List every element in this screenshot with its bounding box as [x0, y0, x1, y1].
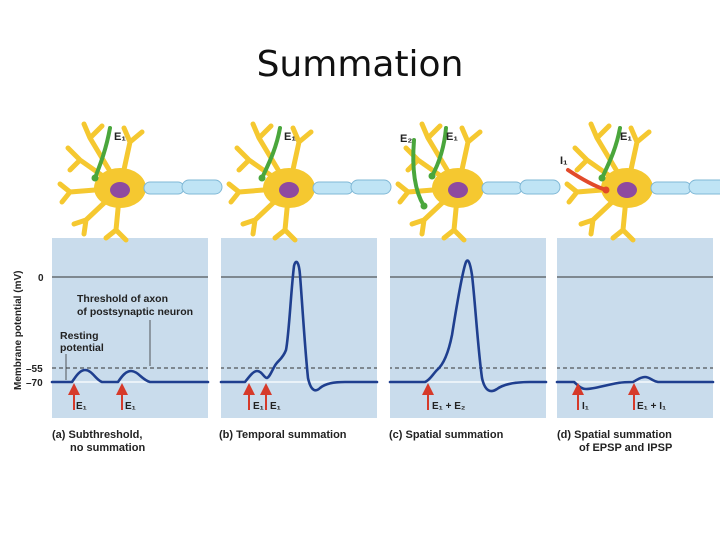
neuron-label: E₁ [620, 131, 632, 143]
neuron-label: E₁ [446, 131, 458, 143]
neuron-labels: E₁ E₁ E₂ E₁ I₁ E₁ [114, 131, 632, 167]
caption-d-line2: of EPSP and IPSP [579, 442, 672, 454]
trace-panel-a [50, 368, 210, 384]
caption-b-line1: (b) Temporal summation [219, 429, 347, 441]
stimulus-arrows [68, 383, 640, 410]
neuron-b-illustration [226, 121, 392, 243]
resting-annotation-line1: Resting [60, 330, 99, 342]
caption-c-line1: (c) Spatial summation [389, 429, 504, 441]
stimulus-label: I₁ [582, 401, 589, 412]
neuron-a-illustration [57, 121, 223, 243]
caption-d-line1: (d) Spatial summation [557, 429, 672, 441]
neuron-nucleus [110, 182, 130, 198]
threshold-annotation-line2: of postsynaptic neuron [77, 306, 193, 318]
input-fibers [91, 126, 622, 210]
trace-panel-c [388, 259, 548, 393]
stimulus-labels: E₁ E₁ E₁ E₁ E₁ + E₂ I₁ E₁ + I₁ [76, 401, 666, 412]
excitatory-fiber-d [600, 126, 622, 180]
neuron-label: E₁ [284, 131, 296, 143]
threshold-annotation-line1: Threshold of axon [77, 293, 168, 305]
y-tick-zero: 0 [38, 273, 44, 284]
neuron-d-illustration [564, 121, 720, 243]
y-tick-threshold: –55 [26, 364, 43, 375]
neuron-c-illustration [395, 121, 561, 243]
y-axis: Membrane potential (mV) 0 –55 –70 [13, 271, 44, 390]
stimulus-label: E₁ [76, 401, 87, 412]
slide-title: Summation [256, 44, 464, 85]
neuron-label: E₂ [400, 133, 412, 145]
stimulus-label: E₁ [270, 401, 281, 412]
y-axis-label: Membrane potential (mV) [13, 271, 24, 390]
excitatory-fiber-a [93, 126, 112, 180]
stimulus-label: E₁ [125, 401, 136, 412]
neuron-label: I₁ [560, 155, 568, 167]
panel-captions: (a) Subthreshold, no summation (b) Tempo… [52, 429, 672, 454]
neuron-axon [143, 179, 223, 195]
stimulus-label: E₁ + I₁ [637, 401, 666, 412]
trace-panel-b [219, 260, 379, 392]
excitatory-fiber-b [260, 126, 282, 180]
panel-c-bg [390, 238, 546, 418]
excitatory-fiber-c2 [411, 138, 426, 208]
neuron-illustrations: E₁ E₁ E₂ E₁ I₁ E₁ [57, 121, 720, 243]
y-tick-resting: –70 [26, 378, 43, 389]
stimulus-label: E₁ [253, 401, 264, 412]
neuron-label: E₁ [114, 131, 126, 143]
caption-a-line2: no summation [70, 442, 145, 454]
caption-a-line1: (a) Subthreshold, [52, 429, 142, 441]
membrane-traces [50, 259, 715, 393]
panel-a-bg [52, 238, 208, 418]
stimulus-label: E₁ + E₂ [432, 401, 465, 412]
resting-annotation-line2: potential [60, 342, 104, 354]
panel-a-annotations: Threshold of axon of postsynaptic neuron… [60, 293, 193, 380]
